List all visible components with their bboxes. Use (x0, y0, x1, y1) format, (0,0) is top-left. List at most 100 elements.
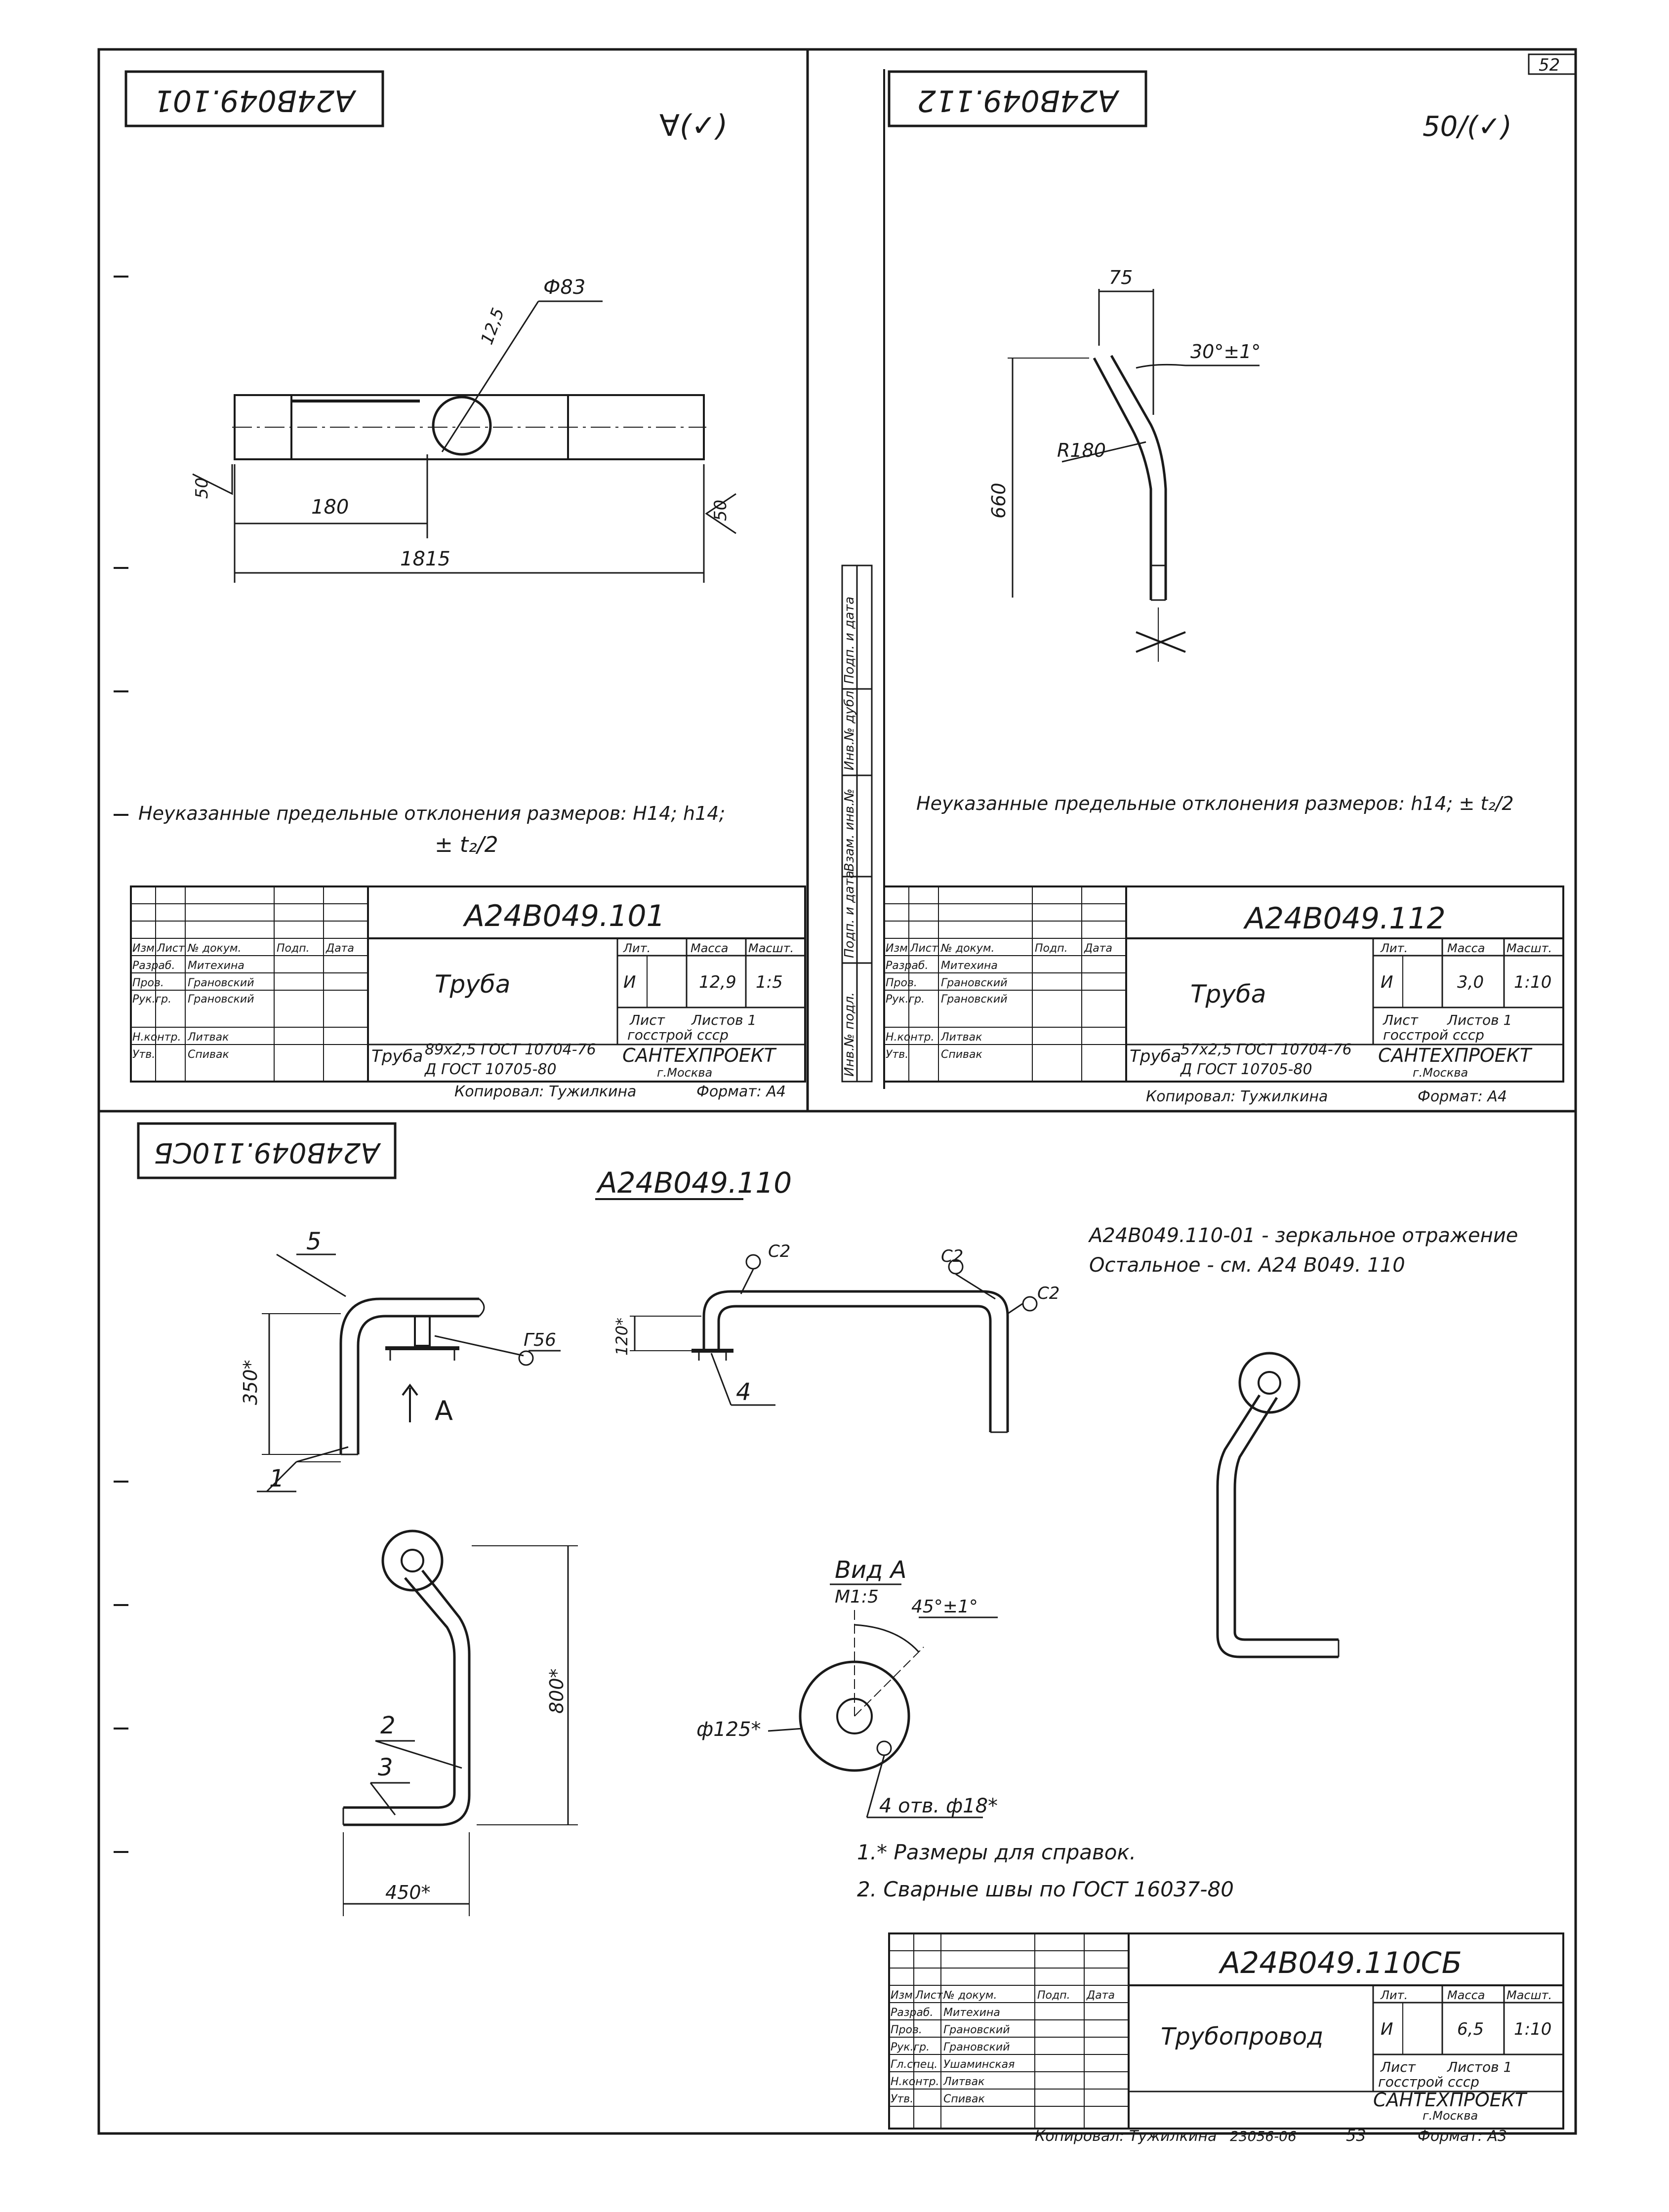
sheet3-head-sign: Подп. (1037, 1989, 1070, 2002)
sheet1-scale: 1:5 (756, 972, 783, 992)
sheet1-name: Труба (435, 970, 510, 999)
sheet3-role-4: Гл.спец. (891, 2058, 937, 2071)
sheet1-stamp: A24B049.101 (154, 83, 357, 118)
sheet3-scale-h: Масшт. (1506, 1988, 1552, 2002)
sheet2-mass-h: Масса (1447, 941, 1485, 955)
sheet-2: A24B049.112 50/(✓) 75 30°±1° R180 660 Ин… (841, 70, 1564, 1105)
page-number: 52 (1539, 55, 1560, 75)
sheet1-dim-50b: 50 (711, 500, 731, 521)
sheet1-format: Формат: А4 (696, 1083, 786, 1100)
sheet2-name-6: Спивак (941, 1048, 982, 1061)
sheet3-label-1: 1 (269, 1465, 285, 1492)
sheet3-sheets: Листов 1 (1447, 2059, 1512, 2075)
sheet2-roughness: 50/(✓) (1423, 111, 1512, 143)
sheet2-head-sign: Подп. (1035, 942, 1068, 955)
sheet2-scale-h: Масшт. (1506, 941, 1552, 955)
sheet3-org-1: госстрой ссср (1378, 2074, 1479, 2090)
sheet-3: A24B049.110СБ A24B049.110 A24B049.110-01… (137, 1122, 1564, 2145)
sheet3-dim-350: 350* (240, 1360, 261, 1405)
sheet2-name-2: Грановский (941, 977, 1008, 989)
sheet1-mass-h: Масса (691, 941, 729, 955)
sheet1-lit: И (623, 972, 636, 992)
sheet2-lit-h: Лит. (1380, 941, 1408, 955)
sheet2-strip-5: Подп. и дата (842, 597, 857, 684)
sheet3-name-3: Грановский (943, 2041, 1010, 2053)
sheet3-heading: A24B049.110 (596, 1166, 792, 1200)
sheet1-name-3: Грановский (188, 993, 254, 1005)
sheet1-head-sign: Подп. (277, 942, 310, 955)
sheet2-head-doc: № докум. (940, 942, 994, 955)
sheet1-note-1: Неуказанные предельные отклонения размер… (138, 803, 725, 824)
sheet1-role-6: Утв. (132, 1048, 155, 1061)
sheet3-role-1: Разраб. (891, 2007, 933, 2019)
sheet2-role-6: Утв. (886, 1048, 908, 1061)
sheet2-designation: A24B049.112 (1243, 901, 1446, 936)
sheet2-role-3: Рук.гр. (886, 993, 925, 1005)
sheet3-note-1: 1.* Размеры для справок. (857, 1840, 1136, 1864)
sheet2-role-1: Разраб. (886, 960, 928, 972)
sheet1-org-3: г.Москва (657, 1066, 712, 1080)
sheet2-format: Формат: А4 (1418, 1088, 1507, 1105)
sheet2-material-2: Д ГОСТ 10705-80 (1180, 1061, 1312, 1078)
sheet2-name-5: Литвак (940, 1031, 982, 1044)
sheet3-view-title: Вид А (835, 1556, 906, 1584)
footer-number: 53 (1346, 2126, 1366, 2145)
sheet2-head-izm: Изм (886, 942, 908, 955)
sheet1-sheet: Лист (629, 1012, 665, 1028)
sheet-1: A24B049.101 ∀(✓) Ф83 12,5 180 1815 50 50… (124, 70, 806, 1100)
sheet1-roughness: ∀(✓) (659, 109, 728, 143)
sheet3-label-2: 2 (380, 1712, 396, 1739)
sheet1-org-1: госстрой ссср (627, 1027, 729, 1043)
sheet2-note: Неуказанные предельные отклонения размер… (916, 793, 1514, 814)
sheet1-scale-h: Масшт. (748, 941, 794, 955)
sheet3-role-5: Н.контр. (891, 2076, 939, 2088)
sheet2-role-2: Пров. (886, 977, 917, 989)
sheet1-dim-180: 180 (311, 496, 349, 519)
sheet1-dim-50a: 50 (192, 478, 212, 499)
sheet2-material-prefix: Труба (1130, 1046, 1181, 1066)
sheet2-head-date: Дата (1084, 942, 1112, 955)
sheet2-lit: И (1381, 972, 1393, 992)
sheet2-dim-angle: 30°±1° (1190, 341, 1261, 362)
sheet2-name: Труба (1190, 980, 1266, 1008)
sheet3-head-doc: № докум. (943, 1989, 997, 2002)
sheet3-mass: 6,5 (1457, 2019, 1484, 2039)
sheet3-name-4: Ушаминская (943, 2058, 1015, 2071)
sheet1-note-2: ± t₂/2 (435, 832, 498, 857)
sheet3-copied: Копировал: Тужилкина (1035, 2128, 1217, 2145)
sheet3-view-scale: М1:5 (835, 1587, 879, 1607)
sheet2-strip-4: Инв.№ дубл. (842, 686, 857, 770)
sheet2-scale: 1:10 (1514, 972, 1551, 992)
sheet1-mass: 12,9 (699, 972, 736, 992)
sheet2-material-1: 57х2,5 ГОСТ 10704-76 (1181, 1041, 1352, 1058)
sheet1-name-6: Спивак (188, 1048, 229, 1061)
sheet2-name-3: Грановский (941, 993, 1008, 1005)
sheet2-role-5: Н.контр. (886, 1031, 934, 1044)
sheet3-mass-h: Масса (1447, 1988, 1485, 2002)
sheet3-head-izm: Изм (891, 1989, 913, 2002)
sheet2-sheet: Лист (1383, 1012, 1419, 1028)
sheet3-name: Трубопровод (1161, 2023, 1323, 2051)
sheet1-designation: A24B049.101 (462, 899, 665, 933)
sheet1-role-3: Рук.гр. (132, 993, 171, 1005)
sheet1-dim-d: Ф83 (543, 276, 585, 299)
sheet3-lit-h: Лит. (1380, 1988, 1408, 2002)
sheet3-format: Формат: А3 (1418, 2128, 1507, 2145)
sheet3-note-2: 2. Сварные швы по ГОСТ 16037-80 (857, 1877, 1234, 1901)
sheet3-role-3: Рук.гр. (891, 2041, 930, 2053)
sheet3-label-c2c: C2 (1037, 1284, 1059, 1303)
sheet3-name-6: Спивак (943, 2093, 985, 2105)
sheet3-label-g56: Г56 (524, 1330, 556, 1350)
sheet3-view-d: ф125* (696, 1718, 761, 1741)
outer-frame (97, 48, 1577, 2135)
sheet2-head-list: Лист (910, 942, 938, 955)
sheet3-org-3: г.Москва (1423, 2109, 1478, 2123)
sheet3-label-4: 4 (736, 1378, 751, 1406)
sheet2-sheets: Листов 1 (1447, 1012, 1512, 1028)
sheet1-head-izm: Изм (132, 942, 155, 955)
sheet1-name-1: Митехина (188, 960, 244, 972)
sheet3-dim-120: 120* (612, 1318, 631, 1356)
sheet2-org-2: САНТЕХПРОЕКТ (1378, 1045, 1533, 1066)
sheet3-label-view-arrow: A (435, 1395, 453, 1426)
